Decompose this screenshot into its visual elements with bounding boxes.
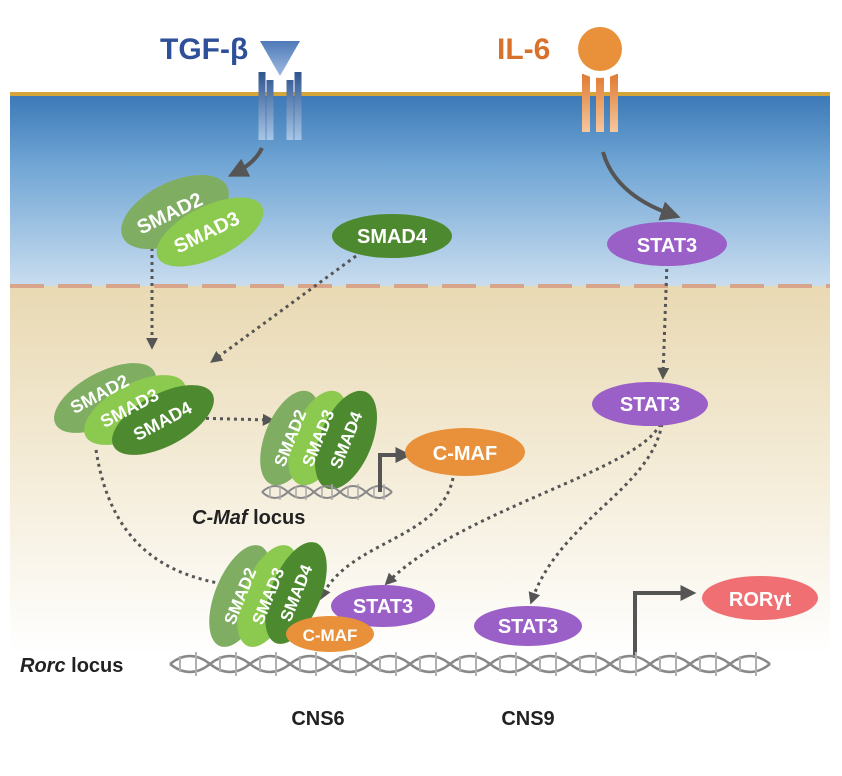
stat3-rorc-group: STAT3 bbox=[331, 585, 435, 627]
arrow-il6-to-stat3 bbox=[601, 151, 681, 221]
extracellular-space bbox=[0, 0, 842, 94]
membrane-top-line bbox=[10, 92, 830, 96]
stat3-top-group: STAT3 bbox=[607, 222, 727, 266]
tgf-beta-label: TGF-β bbox=[160, 33, 248, 66]
arrow-tgf-to-smad23 bbox=[227, 147, 264, 177]
cmaf-rorc-label: C-MAF bbox=[303, 626, 358, 645]
arrow-cmaf-to-rorc bbox=[319, 477, 455, 601]
cmaf-product-group: C-MAF bbox=[405, 428, 525, 476]
stat3-mid-group: STAT3 bbox=[592, 382, 708, 426]
arrow-stat3-mid-to-rorc bbox=[384, 423, 662, 586]
smad2-smad3-top-group: SMAD2 SMAD3 bbox=[121, 174, 264, 267]
stat3-cns9-label: STAT3 bbox=[498, 616, 558, 638]
arrow-stat3-top-to-mid bbox=[657, 261, 670, 380]
cns6-label: CNS6 bbox=[291, 708, 344, 730]
smad3-top bbox=[156, 197, 264, 267]
cmaf-rorc-group: C-MAF bbox=[286, 616, 374, 652]
rorc-locus-label: Rorc locus bbox=[20, 655, 123, 677]
arrow-stat3-mid-to-cns9 bbox=[528, 423, 664, 605]
rorgt-product-group: RORγt bbox=[702, 576, 818, 620]
cmaf-dna-icon bbox=[261, 484, 393, 500]
il6-label: IL-6 bbox=[497, 33, 550, 66]
il6-receptor-icon bbox=[578, 27, 622, 132]
smad4-top-group: SMAD4 bbox=[332, 214, 452, 258]
smad4-top bbox=[332, 214, 452, 258]
smad-complex-middle: SMAD2 SMAD3 SMAD4 bbox=[54, 363, 214, 455]
cmaf-transcription-arrow bbox=[378, 447, 412, 492]
cmaf-locus-label: C-Maf locus bbox=[192, 507, 305, 529]
smad4-top-label: SMAD4 bbox=[357, 226, 428, 248]
stat3-rorc-label: STAT3 bbox=[353, 596, 413, 618]
rorgt-product-label: RORγt bbox=[729, 589, 792, 611]
cns9-label: CNS9 bbox=[501, 708, 554, 730]
rorc-dna-icon bbox=[169, 652, 771, 676]
arrow-smad4-to-complex bbox=[210, 254, 357, 363]
stat3-top-label: STAT3 bbox=[637, 235, 697, 257]
stat3-mid-label: STAT3 bbox=[620, 394, 680, 416]
smad-complex-rorc: SMAD2 SMAD3 SMAD4 bbox=[209, 542, 327, 647]
dotted-arrows bbox=[94, 248, 670, 605]
stat3-cns9-group: STAT3 bbox=[474, 606, 582, 646]
cmaf-product-label: C-MAF bbox=[433, 443, 497, 465]
stat3-top bbox=[607, 222, 727, 266]
smad-complex-cmaf: SMAD2 SMAD3 SMAD4 bbox=[260, 390, 377, 490]
tgf-beta-receptor-icon bbox=[258, 41, 302, 140]
rorgt-transcription-arrow bbox=[633, 585, 697, 658]
arrow-complex-to-cmaf-locus bbox=[191, 413, 275, 426]
